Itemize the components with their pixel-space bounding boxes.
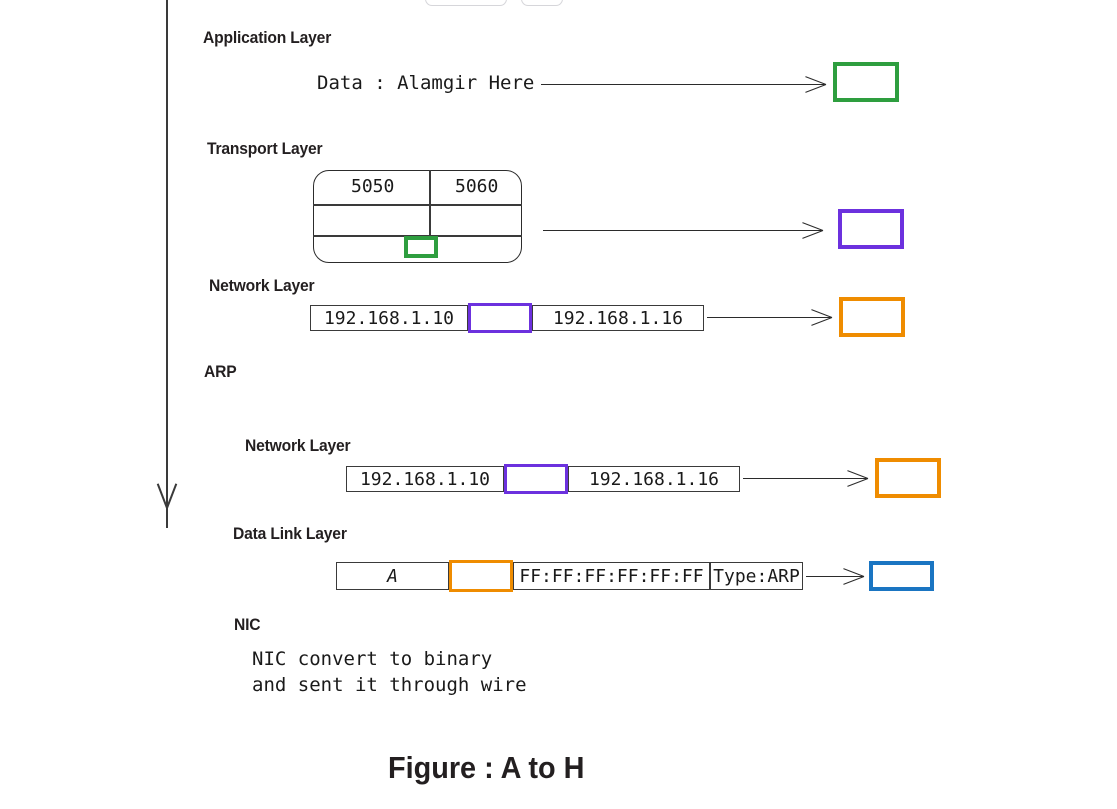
application-layer-output-box [833, 62, 899, 102]
data-link-layer-output-box [869, 561, 934, 591]
transport-layer-divider-row2 [313, 235, 522, 237]
data-link-layer-frame-type-cell: Type:ARP [710, 562, 803, 590]
data-link-layer-destination-mac-cell: FF:FF:FF:FF:FF:FF [513, 562, 710, 590]
network-layer-output-box [839, 297, 905, 337]
transport-layer-embedded-data-box [404, 236, 438, 258]
data-link-layer-source-mac-cell: A [336, 562, 449, 590]
transport-layer-divider-row1 [313, 204, 522, 206]
section-label-application-layer: Application Layer [203, 28, 332, 47]
figure-caption: Figure : A to H [388, 750, 585, 785]
downward-flow-arrow-stem [166, 0, 168, 528]
section-label-arp: ARP [204, 362, 237, 381]
network-layer-destination-ip-cell: 192.168.1.16 [532, 305, 704, 331]
arp-network-layer-destination-ip-cell: 192.168.1.16 [568, 466, 740, 492]
data-link-layer-embedded-packet-cell [449, 560, 513, 592]
application-layer-data-text: Data : Alamgir Here [317, 72, 535, 94]
network-layer-arrow-line [707, 317, 832, 318]
section-label-transport-layer: Transport Layer [207, 139, 323, 158]
transport-layer-divider-column [429, 170, 431, 235]
transport-layer-destination-port: 5060 [455, 176, 499, 197]
partial-toolbar-stepper [521, 0, 563, 6]
application-layer-arrow-line [541, 84, 826, 85]
data-link-layer-arrow-line [806, 576, 864, 577]
section-label-network-layer: Network Layer [209, 276, 315, 295]
nic-note-line-2: and sent it through wire [252, 674, 527, 696]
nic-note-line-1: NIC convert to binary [252, 648, 493, 670]
section-label-data-link-layer: Data Link Layer [233, 524, 347, 543]
arp-network-layer-output-box [875, 458, 941, 498]
partial-toolbar-field [425, 0, 507, 6]
arp-network-layer-arrow-line [743, 478, 868, 479]
transport-layer-source-port: 5050 [351, 176, 395, 197]
arp-network-layer-embedded-segment-cell [504, 464, 568, 494]
transport-layer-arrow-line [543, 230, 823, 231]
section-label-nic: NIC [234, 615, 261, 634]
arp-network-layer-source-ip-cell: 192.168.1.10 [346, 466, 504, 492]
transport-layer-output-box [838, 209, 904, 249]
network-layer-source-ip-cell: 192.168.1.10 [310, 305, 468, 331]
network-layer-embedded-segment-cell [468, 303, 532, 333]
section-label-network-layer-arp: Network Layer [245, 436, 351, 455]
